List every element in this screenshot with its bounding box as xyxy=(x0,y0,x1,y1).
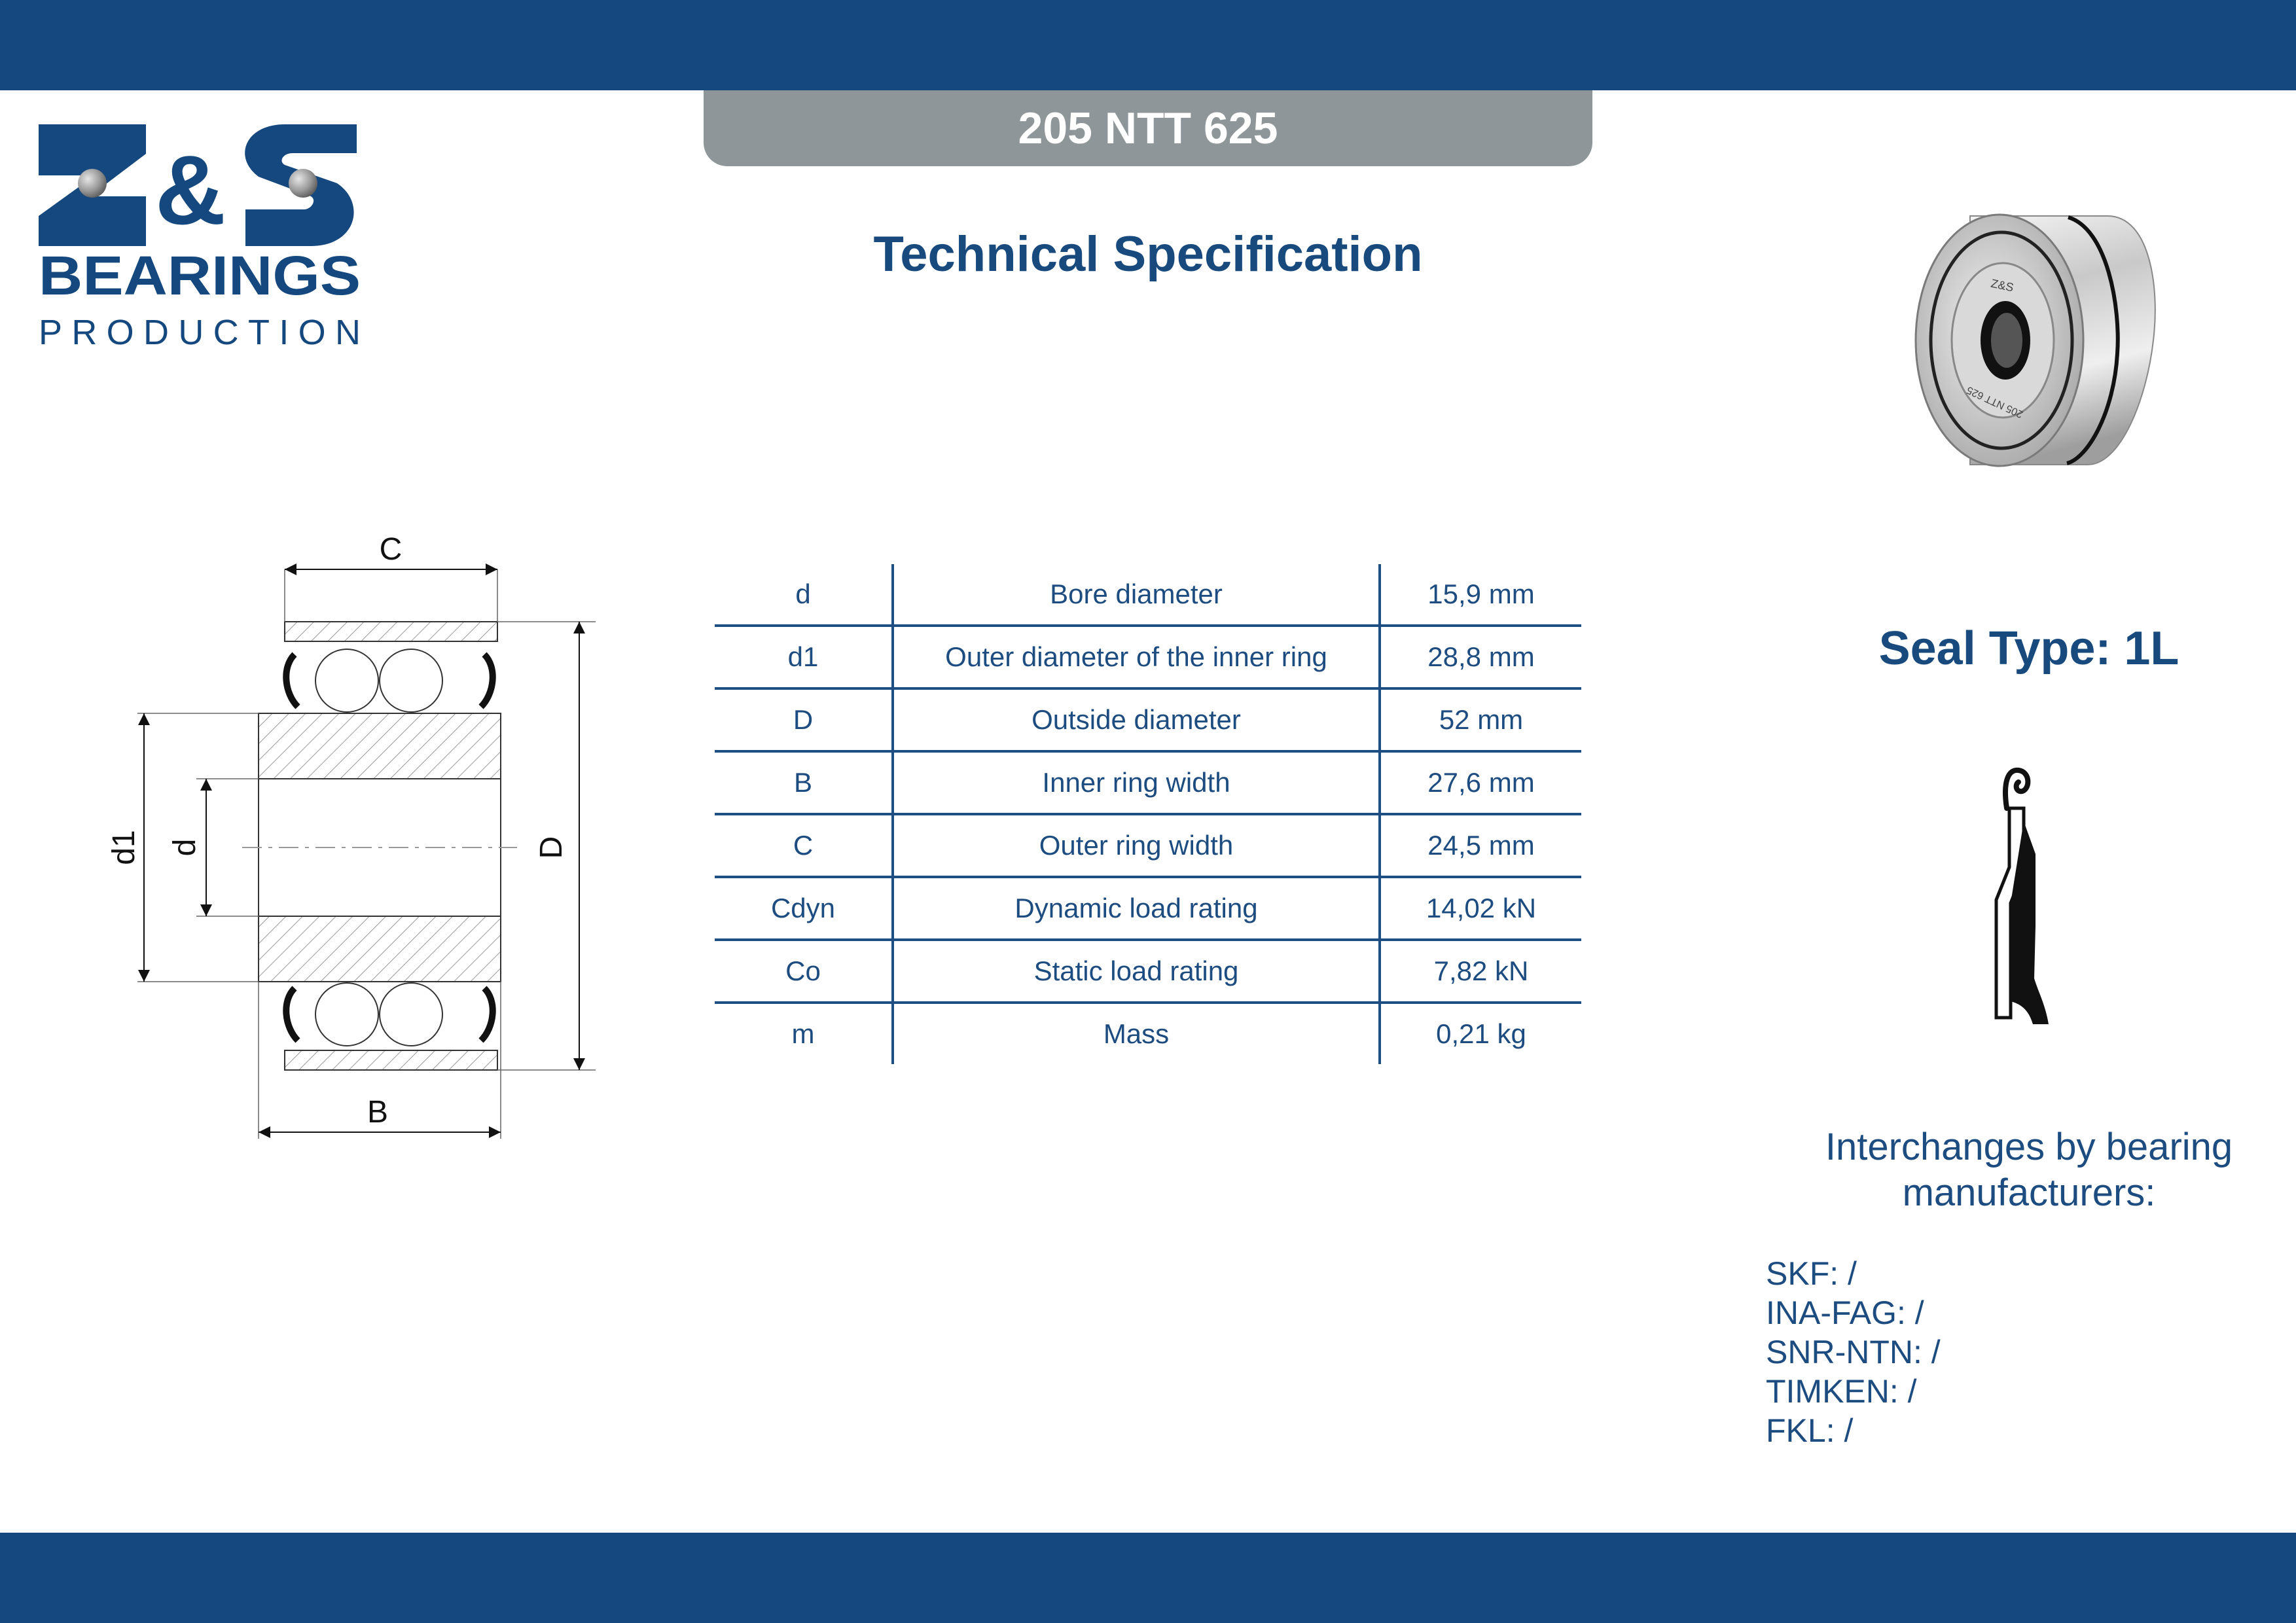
bearing-seal-ring xyxy=(1929,230,2074,450)
list-item: SKF: / xyxy=(1766,1255,1857,1292)
list-item: SNR-NTN: / xyxy=(1766,1334,1941,1370)
interchanges-list: SKF: / INA-FAG: / SNR-NTN: / TIMKEN: / F… xyxy=(1766,1254,1941,1450)
interchanges-title: Interchanges by bearing manufacturers: xyxy=(1767,1124,2291,1216)
dimension-lines xyxy=(138,563,585,1138)
logo-ball-right xyxy=(289,169,317,198)
label-d: d xyxy=(168,839,202,857)
spec-value: 7,82 kN xyxy=(1380,940,1581,1004)
spec-value: 52 mm xyxy=(1380,688,1581,753)
table-row: D Outside diameter 52 mm xyxy=(715,688,1581,753)
drawing-top-section xyxy=(258,621,501,779)
spec-symbol: D xyxy=(715,688,894,753)
spec-symbol: Co xyxy=(715,940,894,1004)
spec-symbol: B xyxy=(715,751,894,815)
outer-ring-top xyxy=(284,621,498,642)
spec-name: Outer diameter of the inner ring xyxy=(893,626,1381,690)
interchanges-title-line1: Interchanges by bearing xyxy=(1825,1126,2233,1168)
ball-top-left xyxy=(315,649,379,713)
seal-top-left xyxy=(283,652,300,709)
spec-value: 24,5 mm xyxy=(1380,814,1581,878)
ball-bottom-right xyxy=(379,982,443,1046)
logo-ampersand: & xyxy=(155,135,226,245)
top-banner xyxy=(0,0,2296,90)
seal-bottom-right xyxy=(478,986,496,1043)
spec-value: 0,21 kg xyxy=(1436,1018,1526,1049)
table-row: m Mass 0,21 kg xyxy=(715,1003,1581,1064)
table-row: d1 Outer diameter of the inner ring 28,8… xyxy=(715,626,1581,690)
logo-bearings-text: BEARINGS xyxy=(39,245,361,306)
table-row: d Bore diameter 15,9 mm xyxy=(715,564,1581,627)
spec-table: d Bore diameter 15,9 mm d1 Outer diamete… xyxy=(715,564,1581,1064)
list-item: TIMKEN: / xyxy=(1766,1373,1917,1410)
inner-ring-top xyxy=(258,713,501,779)
outer-ring-bottom xyxy=(284,1050,498,1071)
spec-value: 14,02 kN xyxy=(1380,877,1581,941)
ball-bottom-left xyxy=(315,982,379,1046)
spec-value: 28,8 mm xyxy=(1380,626,1581,690)
spec-name: Outside diameter xyxy=(893,688,1381,753)
bearing-product-image: Z&S 205 NTT 625 xyxy=(1914,213,2156,467)
bearing-seal-line xyxy=(2066,215,2120,465)
spec-name: Dynamic load rating xyxy=(893,877,1381,941)
label-B: B xyxy=(367,1095,388,1130)
table-row: B Inner ring width 27,6 mm xyxy=(715,751,1581,815)
label-C: C xyxy=(380,532,403,567)
spec-name: Bore diameter xyxy=(893,564,1381,627)
table-row: Co Static load rating 7,82 kN xyxy=(715,940,1581,1004)
seal-bottom-left xyxy=(283,986,300,1043)
bearing-bore-depth xyxy=(1991,313,2022,368)
spec-symbol: d xyxy=(715,564,894,627)
logo-production-text: PRODUCTION xyxy=(39,313,361,352)
table-row: Cdyn Dynamic load rating 14,02 kN xyxy=(715,877,1581,941)
drawing-bottom-section xyxy=(258,916,501,1071)
interchanges-title-line2: manufacturers: xyxy=(1902,1171,2156,1214)
spec-symbol: Cdyn xyxy=(715,877,894,941)
company-logo: & BEARINGS PRODUCTION xyxy=(39,124,361,352)
spec-symbol: C xyxy=(715,814,894,878)
spec-value: 27,6 mm xyxy=(1380,751,1581,815)
label-d1: d1 xyxy=(107,830,141,865)
spec-name: Mass xyxy=(893,1003,1381,1064)
spec-symbol: m xyxy=(715,1003,894,1064)
ball-top-right xyxy=(379,649,443,713)
page-title: Technical Specification xyxy=(873,226,1423,282)
seal-top-right xyxy=(478,652,496,709)
seal-profile-diagram xyxy=(1994,767,2049,1024)
seal-type-title: Seal Type: 1L xyxy=(1878,622,2179,675)
table-row: C Outer ring width 24,5 mm xyxy=(715,814,1581,878)
label-D: D xyxy=(534,836,569,859)
spec-name: Outer ring width xyxy=(893,814,1381,878)
seal-rubber-lip xyxy=(2011,821,2049,1024)
bottom-banner xyxy=(0,1533,2296,1623)
spec-value: 15,9 mm xyxy=(1380,564,1581,627)
logo-ball-left xyxy=(78,169,107,198)
spec-name: Static load rating xyxy=(893,940,1381,1004)
bearing-technical-drawing: C B D d1 d xyxy=(107,532,596,1139)
product-code: 205 NTT 625 xyxy=(1018,103,1278,153)
spec-symbol: d1 xyxy=(715,626,894,690)
spec-name: Inner ring width xyxy=(893,751,1381,815)
seal-hook xyxy=(2003,767,2031,811)
product-code-tab: 205 NTT 625 xyxy=(704,90,1592,166)
list-item: INA-FAG: / xyxy=(1766,1294,1924,1331)
inner-ring-bottom xyxy=(258,916,501,982)
list-item: FKL: / xyxy=(1766,1412,1854,1449)
